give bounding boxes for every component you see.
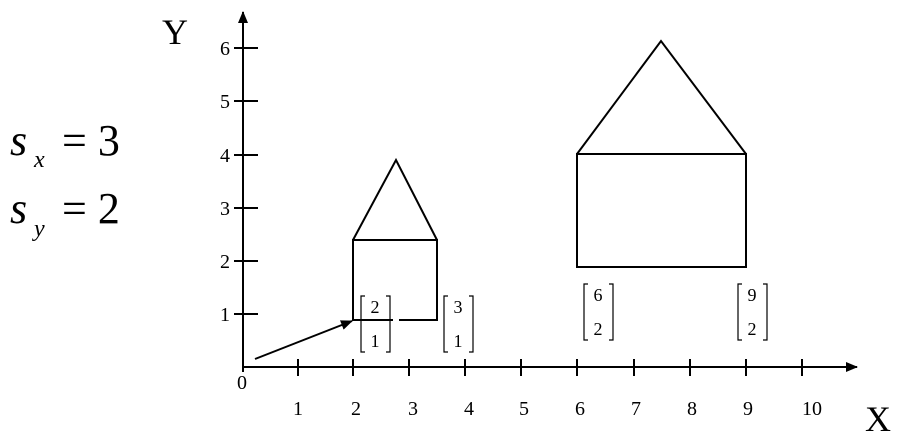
vector-6-2: 6 2 <box>583 283 614 341</box>
scale-factor-sx: s x = 3 <box>10 116 120 173</box>
vector-9-2: 9 2 <box>737 283 768 341</box>
y-tick-label: 2 <box>220 251 230 273</box>
x-tick-label: 4 <box>464 398 474 420</box>
x-tick-label: 9 <box>743 398 753 420</box>
y-tick-label: 4 <box>220 145 230 167</box>
vector-2-1: 2 1 <box>360 295 391 353</box>
vector-3-1: 3 1 <box>443 295 474 353</box>
vector-bottom: 1 <box>371 331 380 351</box>
scale-factor-sy: s y = 2 <box>10 184 120 242</box>
scaled-house-body <box>576 153 747 268</box>
vector-bottom: 2 <box>748 319 757 339</box>
svg-text:s: s <box>10 184 27 233</box>
sy-value: = 2 <box>62 184 120 233</box>
vector-top: 6 <box>594 285 603 305</box>
y-axis-name: Y <box>162 12 188 52</box>
sx-subscript: x <box>33 147 45 173</box>
x-axis-name: X <box>865 399 891 433</box>
original-house-roof <box>352 157 438 241</box>
vector-top: 9 <box>748 285 757 305</box>
scaled-house-roof <box>576 39 747 155</box>
vector-bottom: 2 <box>594 319 603 339</box>
svg-text:s: s <box>10 116 27 165</box>
x-tick-label: 2 <box>351 398 361 420</box>
y-tick-labels: 1 2 3 4 5 6 <box>220 38 230 326</box>
y-tick-label: 3 <box>220 198 230 220</box>
x-tick-labels: 1 2 3 4 5 6 7 8 9 10 <box>293 398 822 420</box>
sx-symbol: s <box>10 116 27 165</box>
x-tick-label: 5 <box>519 398 529 420</box>
y-tick-label: 1 <box>220 304 230 326</box>
sy-symbol: s <box>10 184 27 233</box>
x-tick-label: 6 <box>575 398 585 420</box>
scaled-house <box>576 39 747 268</box>
sy-subscript: y <box>32 216 45 242</box>
y-tick-label: 5 <box>220 91 230 113</box>
x-tick-label: 3 <box>408 398 418 420</box>
sx-value: = 3 <box>62 116 120 165</box>
x-tick-label: 8 <box>687 398 697 420</box>
vector-top: 3 <box>454 297 463 317</box>
x-tick-label: 10 <box>802 398 822 420</box>
x-ticks <box>297 359 803 376</box>
vector-top: 2 <box>371 297 380 317</box>
y-tick-label: 6 <box>220 38 230 60</box>
x-tick-label: 1 <box>293 398 303 420</box>
y-ticks <box>234 47 258 315</box>
origin-vector-arrow <box>254 320 353 360</box>
x-tick-label: 7 <box>631 398 641 420</box>
original-house-body <box>352 239 438 321</box>
original-house <box>352 157 438 321</box>
vector-bottom: 1 <box>454 331 463 351</box>
origin-label: 0 <box>237 372 247 394</box>
